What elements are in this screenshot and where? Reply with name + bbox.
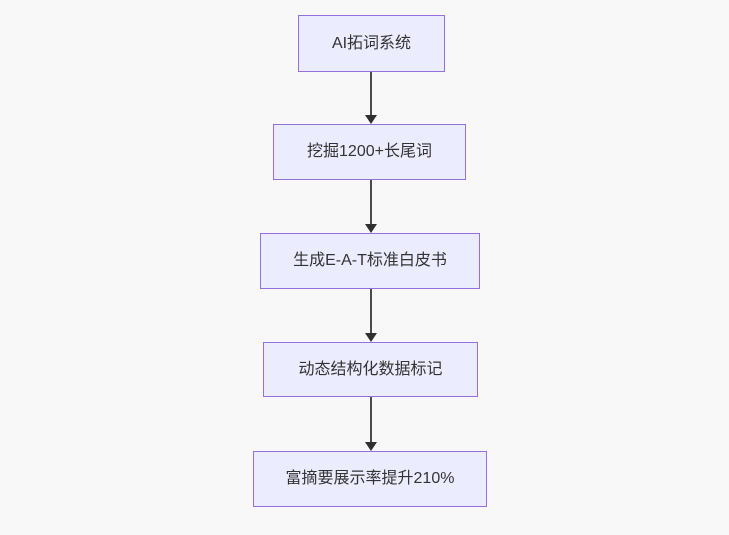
- arrow-head-icon: [364, 224, 377, 233]
- flow-node-longtail-keywords: 挖掘1200+长尾词: [273, 124, 466, 180]
- arrow-line: [369, 180, 372, 224]
- flow-node-ai-keyword-system: AI拓词系统: [298, 15, 445, 72]
- flow-node-label: 富摘要展示率提升210%: [285, 470, 455, 488]
- arrow-head-icon: [364, 442, 377, 451]
- flow-node-label: 生成E-A-T标准白皮书: [293, 252, 447, 270]
- flow-node-rich-snippet-result: 富摘要展示率提升210%: [253, 451, 487, 507]
- arrow-head-icon: [364, 115, 377, 124]
- arrow-line: [369, 289, 372, 333]
- flow-node-label: AI拓词系统: [331, 34, 412, 52]
- flow-node-eat-whitepaper: 生成E-A-T标准白皮书: [260, 233, 480, 289]
- flow-node-label: 挖掘1200+长尾词: [307, 143, 432, 161]
- arrow-line: [369, 397, 372, 442]
- flow-node-structured-data-markup: 动态结构化数据标记: [263, 342, 478, 397]
- flow-node-label: 动态结构化数据标记: [298, 360, 443, 378]
- arrow-head-icon: [364, 333, 377, 342]
- arrow-line: [369, 72, 372, 115]
